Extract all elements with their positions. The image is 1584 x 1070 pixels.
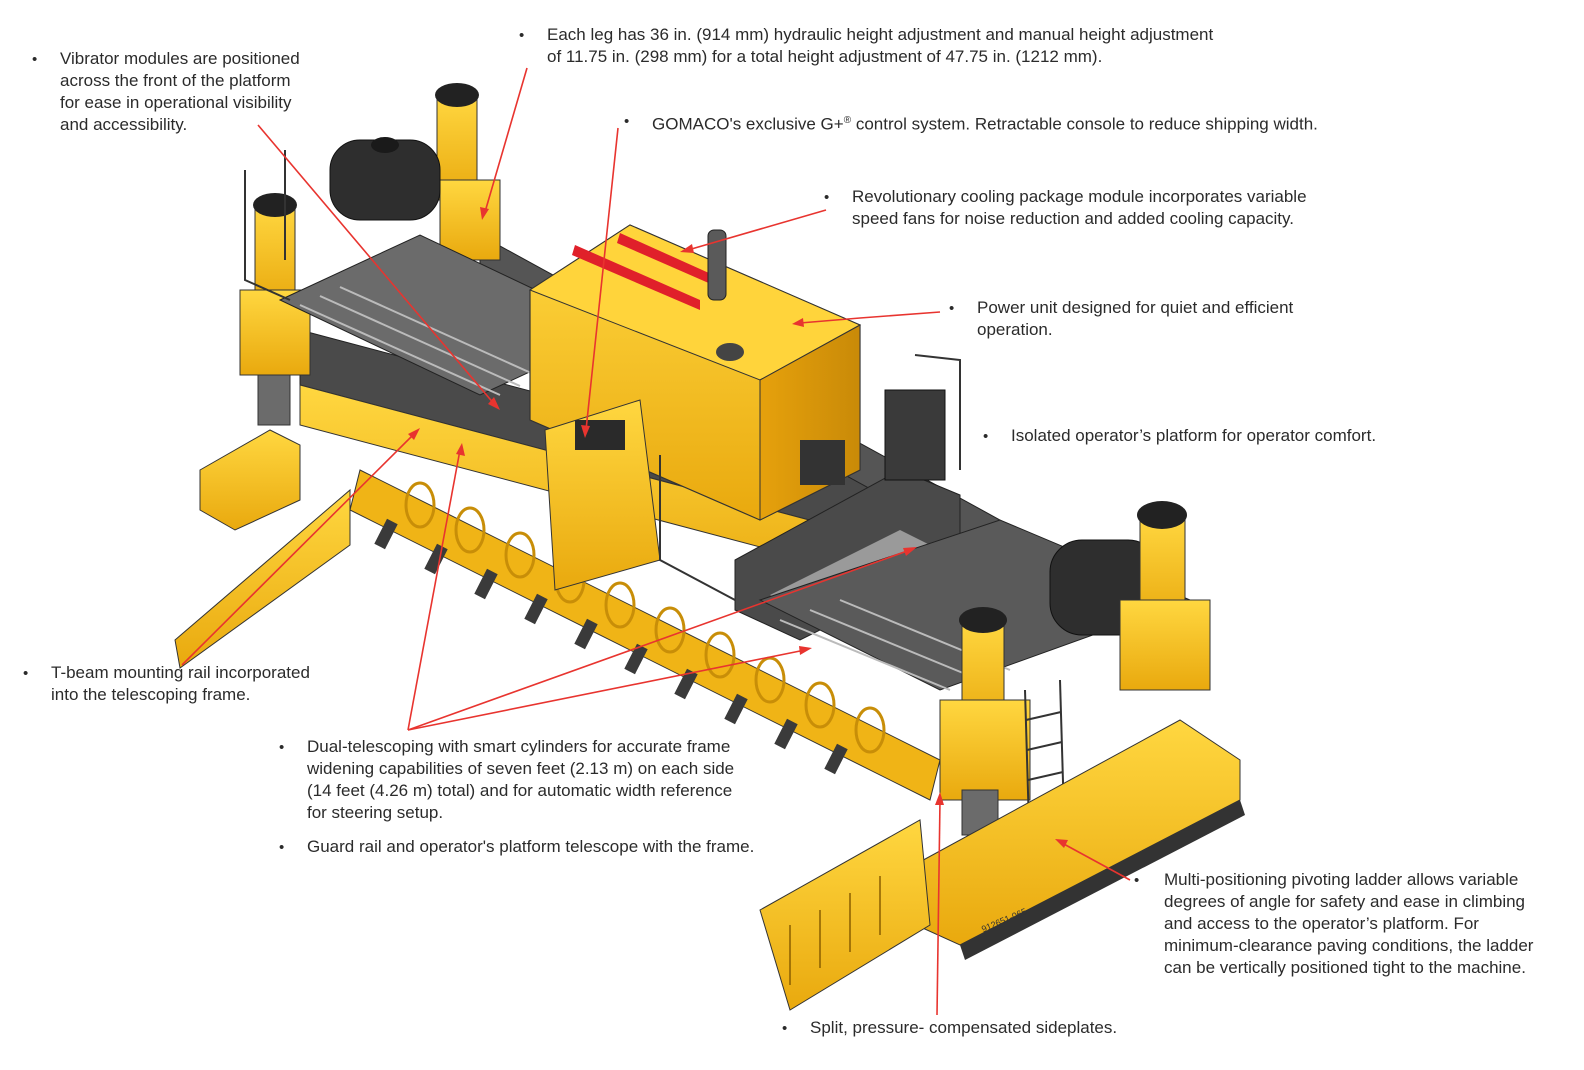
- callout-text: Multi-positioning pivoting ladder allows…: [1164, 870, 1534, 977]
- leader-cooling: [687, 209, 827, 251]
- leader-dual-3: [407, 549, 911, 731]
- callout-power: • Power unit designed for quiet and effi…: [949, 297, 1294, 341]
- bullet: •: [519, 27, 525, 44]
- leader-dual-2: [407, 649, 806, 731]
- bullet: •: [279, 739, 285, 756]
- callout-cooling: • Revolutionary cooling package module i…: [824, 186, 1307, 230]
- leader-tbeam: [181, 432, 416, 666]
- control-console: [544, 399, 661, 591]
- callout-sideplates: • Split, pressure- compensated sideplate…: [782, 1017, 1118, 1039]
- callout-text: Power unit designed for quiet and effici…: [977, 298, 1294, 339]
- callout-text: Each leg has 36 in. (914 mm) hydraulic h…: [547, 25, 1214, 66]
- rear-hydraulic-tank: [329, 137, 441, 221]
- callout-text: T-beam mounting rail incorporated into t…: [51, 663, 310, 704]
- front-right-leg: [1119, 501, 1211, 691]
- callout-platform: • Isolated operator’s platform for opera…: [983, 425, 1377, 447]
- bullet: •: [824, 189, 830, 206]
- rear-right-leg: [435, 83, 501, 261]
- bullet: •: [23, 665, 29, 682]
- callout-ladder: • Multi-positioning pivoting ladder allo…: [1134, 869, 1534, 979]
- callout-text: Split, pressure- compensated sideplates.: [810, 1018, 1118, 1037]
- bullet: •: [32, 51, 38, 68]
- leader-legs: [484, 67, 528, 213]
- callout-dual-telescoping: • Dual-telescoping with smart cylinders …: [279, 736, 735, 824]
- bullet: •: [782, 1020, 788, 1037]
- callout-text: GOMACO's exclusive G+® control system. R…: [652, 110, 1318, 136]
- leader-power: [799, 311, 941, 324]
- trademark-symbol: ®: [843, 115, 852, 126]
- callout-control: • GOMACO's exclusive G+® control system.…: [624, 110, 1318, 136]
- callout-text: Isolated operator’s platform for operato…: [1011, 426, 1377, 445]
- control-text-after: control system. Retractable console to r…: [851, 114, 1318, 134]
- bullet: •: [624, 113, 630, 130]
- front-left-leg: [939, 607, 1031, 836]
- left-sideplate: [174, 429, 351, 669]
- bullet: •: [949, 300, 955, 317]
- callout-legs: • Each leg has 36 in. (914 mm) hydraulic…: [519, 24, 1214, 68]
- callout-text: Vibrator modules are positioned across t…: [60, 49, 300, 134]
- leader-lines: [181, 67, 1131, 1016]
- leader-ladder: [1061, 842, 1131, 881]
- leader-control: [585, 127, 619, 431]
- leader-vibrator: [257, 124, 496, 406]
- callout-guard-rail: • Guard rail and operator's platform tel…: [279, 836, 755, 858]
- leader-sideplates: [936, 799, 941, 1016]
- callout-vibrator: • Vibrator modules are positioned across…: [32, 48, 300, 136]
- callout-text: Guard rail and operator's platform teles…: [307, 837, 755, 856]
- bullet: •: [1134, 872, 1140, 889]
- bullet: •: [983, 428, 989, 445]
- control-text-before: GOMACO's exclusive G+: [652, 114, 844, 134]
- callout-text: Dual-telescoping with smart cylinders fo…: [307, 737, 735, 822]
- callout-tbeam: • T-beam mounting rail incorporated into…: [23, 662, 310, 706]
- leader-dual-1: [407, 449, 461, 731]
- bullet: •: [279, 839, 285, 856]
- front-sideplate: [759, 819, 931, 1011]
- callout-text: Revolutionary cooling package module inc…: [852, 187, 1307, 228]
